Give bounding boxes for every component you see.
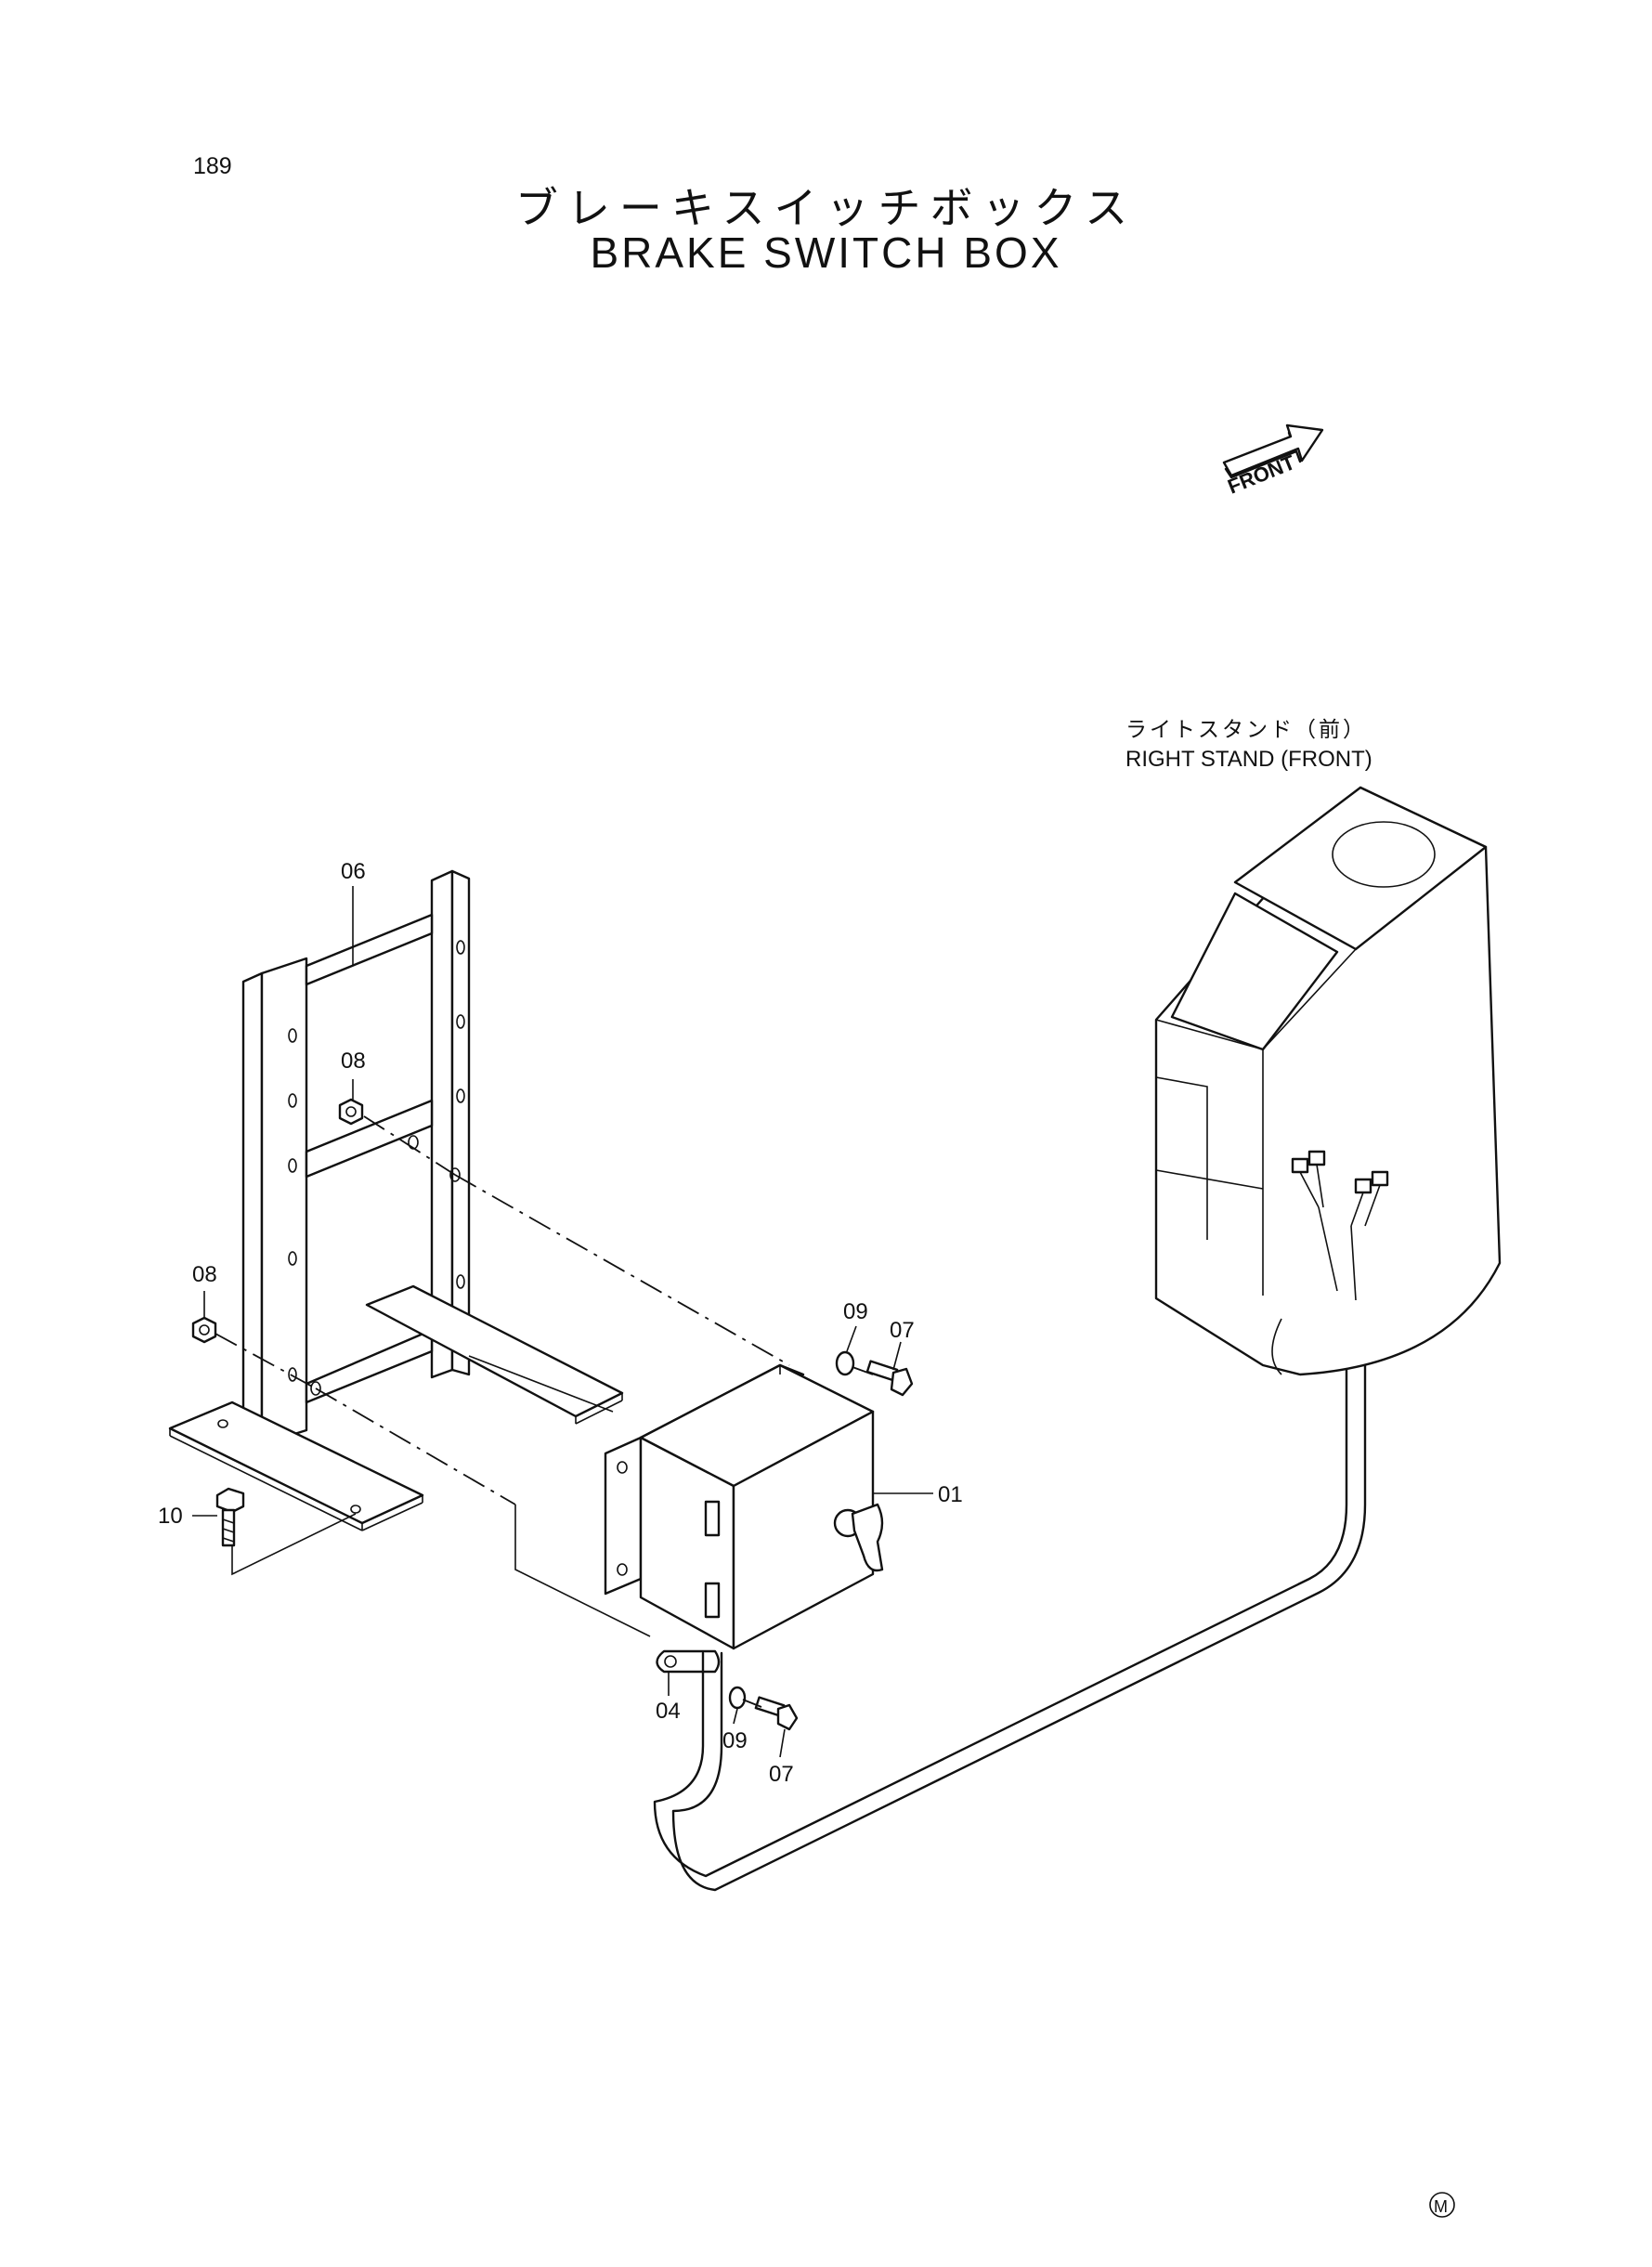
right-stand-label-japanese: ライトスタンド（前）: [1125, 718, 1367, 742]
callout-06: 06: [341, 859, 366, 884]
nut-08-top: [338, 1098, 364, 1126]
assembly-lines: [215, 1115, 874, 1708]
bracket-06: [168, 869, 624, 1531]
clamp-04: [656, 1649, 721, 1674]
washer-09-top: [835, 1350, 855, 1376]
right-stand-front: [1154, 786, 1502, 1376]
circled-m-mark: M: [1429, 2192, 1455, 2218]
callout-09-bottom: 09: [722, 1728, 748, 1753]
leader-lines: [192, 886, 933, 1758]
callout-07-top: 07: [890, 1318, 915, 1343]
nut-08-left: [191, 1316, 217, 1344]
callout-07-bottom: 07: [769, 1762, 794, 1787]
title-japanese: ブレーキスイッチボックス: [514, 183, 1138, 233]
callout-09-top: 09: [843, 1299, 868, 1324]
bolt-07-top: [865, 1360, 914, 1397]
title-english: BRAKE SWITCH BOX: [590, 228, 1062, 277]
switch-box-01: [604, 1363, 884, 1650]
page-number: 189: [193, 153, 232, 179]
front-arrow-icon: FRONT: [1222, 423, 1324, 499]
right-stand-label-english: RIGHT STAND (FRONT): [1125, 747, 1372, 772]
mark-symbol: M: [1434, 2197, 1448, 2216]
callout-10: 10: [158, 1504, 183, 1529]
bolt-10: [215, 1487, 245, 1547]
callout-04: 04: [656, 1699, 681, 1724]
callout-08-top: 08: [341, 1049, 366, 1074]
washer-09-bottom: [728, 1686, 747, 1710]
callout-08-left: 08: [192, 1262, 217, 1287]
bolt-07-bottom: [754, 1696, 799, 1731]
callout-01: 01: [938, 1482, 963, 1507]
